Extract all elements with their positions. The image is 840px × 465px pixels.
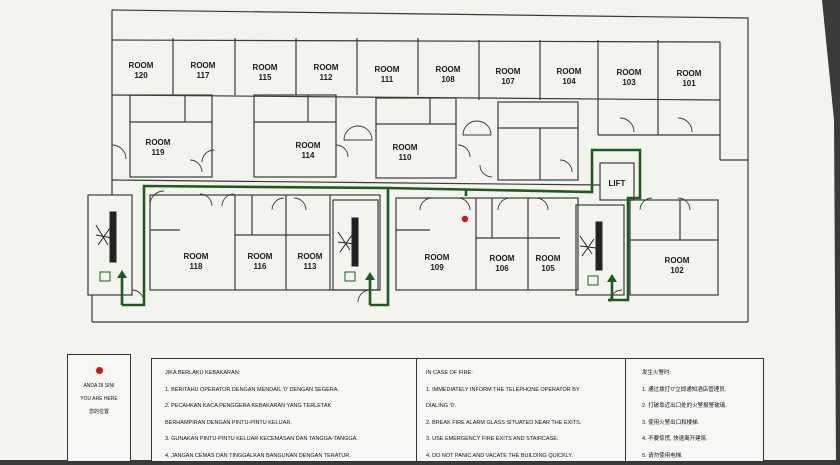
malay-line-5: 4. JANGAN CEMAS DAN TINGGALKAN BANGUNAN …	[165, 452, 351, 459]
malay-line-1: 1. BERITAHU OPERATOR DENGAN MENDAIL '0' …	[165, 386, 339, 393]
english-line-1: 1. IMMEDIATELY INFORM THE TELEPHONE OPER…	[426, 386, 580, 393]
building-walls	[87, 9, 749, 323]
exit-arrows	[117, 270, 617, 282]
english-line-2: DIALING '0'.	[426, 403, 457, 409]
english-instructions-box: IN CASE OF FIRE: 1. IMMEDIATELY INFORM T…	[416, 358, 627, 462]
lift-label: LIFT	[609, 179, 626, 188]
chinese-line-4: 4. 不要惊慌, 快速离开建筑.	[642, 436, 708, 442]
malay-instructions-box: JIKA BERLAKU KEBAKARAN: 1. BERITAHU OPER…	[151, 358, 418, 462]
malay-heading: JIKA BERLAKU KEBAKARAN:	[165, 370, 241, 376]
you-are-here-malay: ANDA DI SINI	[83, 383, 115, 389]
english-line-5: 4. DO NOT PANIC AND VACATE THE BUILDING …	[426, 452, 573, 459]
english-heading: IN CASE OF FIRE:	[426, 370, 473, 376]
chinese-line-3: 3. 使用火警出口和楼梯.	[642, 419, 700, 426]
chinese-heading: 发生火警时:	[642, 370, 672, 376]
chinese-line-5: 5. 请勿使用电梯.	[642, 452, 683, 459]
door-arcs	[111, 117, 693, 303]
you-are-here-marker	[461, 215, 469, 223]
you-are-here-dot	[95, 367, 103, 374]
malay-line-4: 3. GUNAKAN PINTU-PINTU KELUAR KECEMASAN …	[165, 436, 358, 442]
evacuation-route	[120, 148, 642, 307]
english-line-4: 3. USE EMERGENCY FIRE EXITS AND STAIRCAS…	[426, 436, 559, 442]
malay-line-2: 2. PECAHKAN KACA PENGGERA KEBAKARAN YANG…	[165, 403, 332, 409]
you-are-here-box: ANDA DI SINI YOU ARE HERE 您的位置	[67, 354, 131, 462]
chinese-line-1: 1. 通过拨打'0'立即通知酒店管理员.	[642, 386, 727, 393]
english-line-3: 2. BREAK FIRE ALARM GLASS SITUATED NEAR …	[426, 419, 582, 426]
chinese-instructions-box: 发生火警时: 1. 通过拨打'0'立即通知酒店管理员. 2. 打破靠近出口处的火…	[625, 358, 764, 462]
you-are-here-english: YOU ARE HERE	[80, 396, 118, 402]
stair-treads	[95, 211, 603, 271]
malay-line-3: BERHAMPIRAN DENGAN PINTU-PINTU KELUAR.	[165, 419, 292, 426]
chinese-line-2: 2. 打破靠近出口处的火警报警玻璃.	[642, 403, 727, 409]
exit-signs	[99, 271, 599, 286]
you-are-here-chinese: 您的位置	[88, 409, 109, 415]
